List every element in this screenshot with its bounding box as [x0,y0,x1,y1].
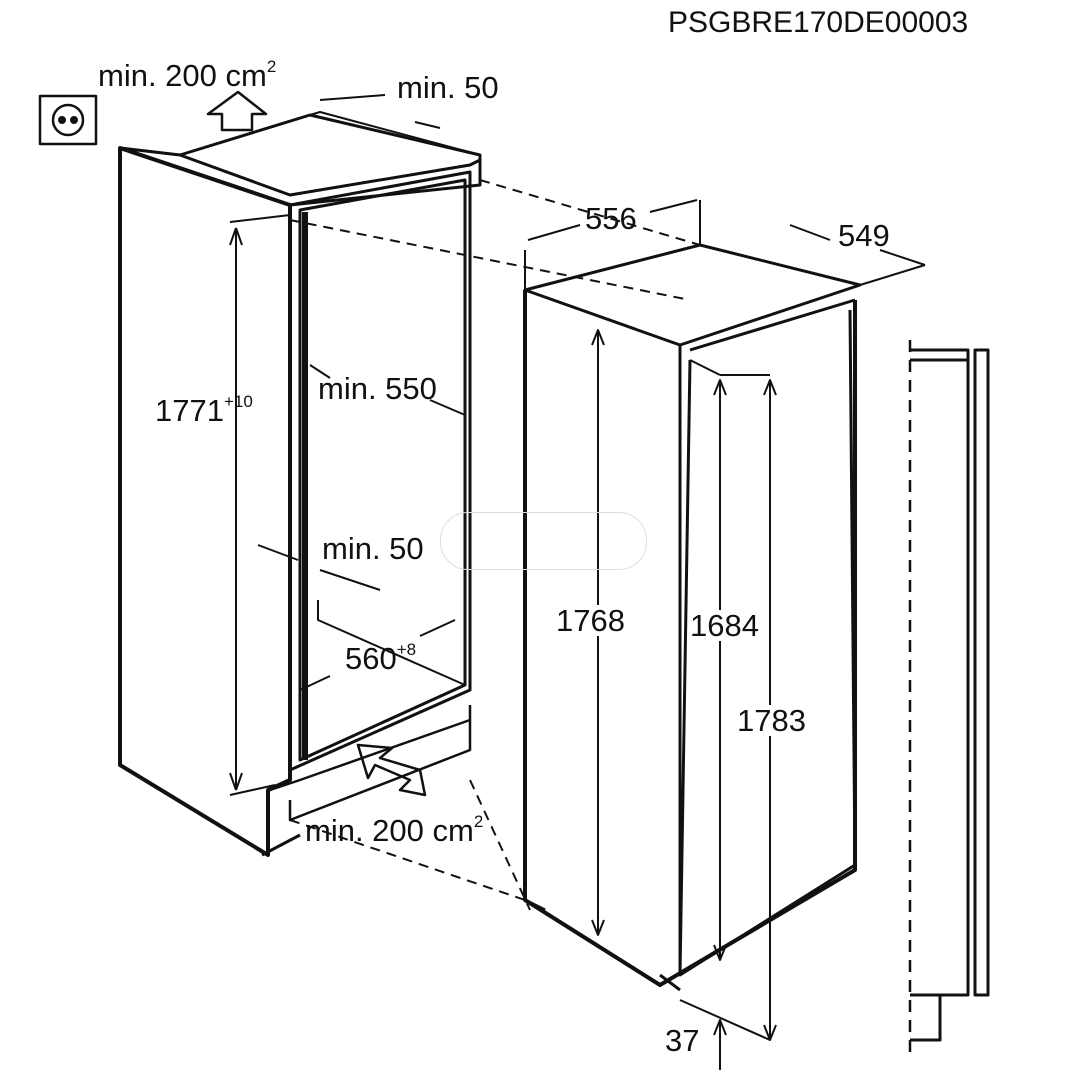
niche-height-value: 1771 [155,393,224,428]
vent-top-value: min. 200 cm [98,58,267,93]
airflow-in-arrow-icon [356,743,427,797]
appliance-width-label: 556 [585,201,637,236]
niche-height-tolerance: +10 [223,392,253,411]
niche-depth-label: min. 550 [318,371,437,406]
model-code: PSGBRE170DE00003 [668,6,969,39]
niche-width-value: 560 [345,641,397,676]
appliance [523,243,862,992]
dimension-lines [229,94,701,911]
gap-back-label: min. 50 [322,531,424,566]
watermark-logo [440,512,647,570]
gap-top-label: min. 50 [397,70,499,105]
appliance-height-label: 1768 [556,603,625,638]
power-socket-icon [38,94,98,146]
vent-bottom-label: min. 200 cm2 [305,812,484,848]
side-profile-view [908,340,990,1055]
vent-bottom-value: min. 200 cm [305,813,474,848]
niche-height-label: 1771+10 [155,392,253,428]
bottom-offset-label: 37 [665,1023,700,1058]
vent-bottom-unit-sup: 2 [473,812,484,831]
niche-width-label: 560+8 [345,640,417,676]
appliance-depth-label: 549 [838,218,890,253]
total-height-label: 1783 [737,703,806,738]
door-height-label: 1684 [690,608,759,643]
airflow-up-arrow-icon [206,90,268,132]
vent-top-label: min. 200 cm2 [98,57,277,93]
niche-width-tolerance: +8 [396,640,417,659]
niche-cabinet [118,111,482,857]
vent-top-unit-sup: 2 [266,57,277,76]
